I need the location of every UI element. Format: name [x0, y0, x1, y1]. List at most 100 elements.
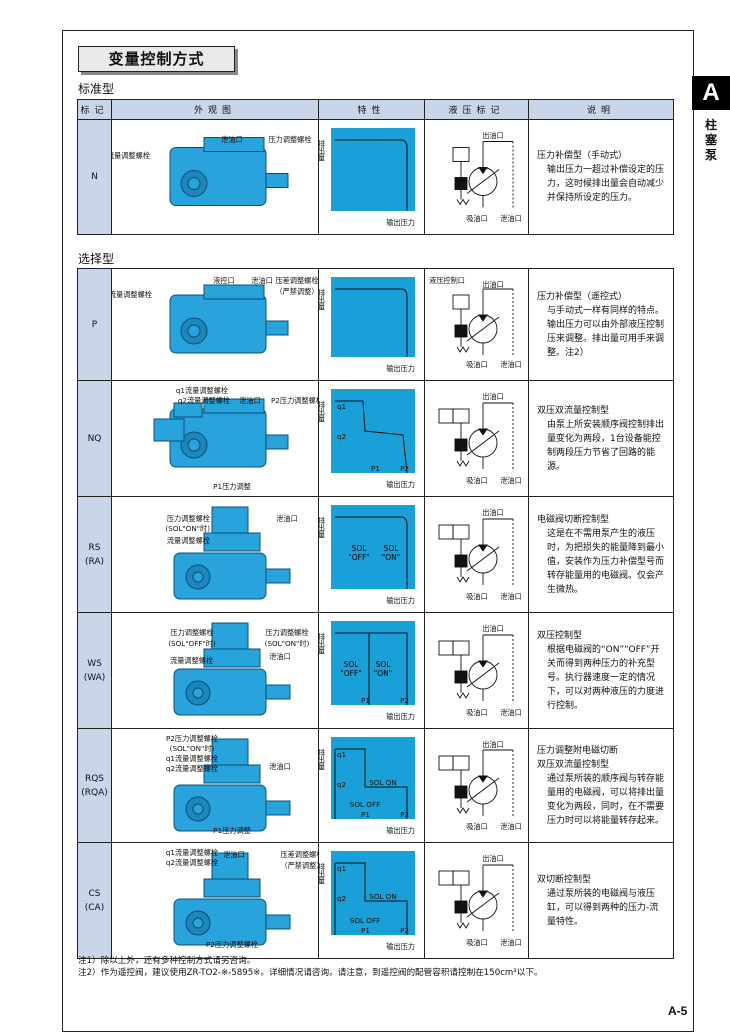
callout-label: 压差调整螺栓	[280, 850, 319, 859]
callout-label: 流量调整螺栓	[112, 290, 152, 299]
note-1: 注1）除以上外，还有多种控制方式请另咨询。	[78, 956, 256, 966]
chart-label-p1: P1	[371, 464, 380, 473]
note-2: 注2）作为遥控阀，建议使用ZR-TO2-※-5895※。详细情况请咨询。请注意，…	[78, 968, 543, 978]
symbol-cell: 出油口吸油口泄油口	[424, 380, 529, 497]
chart-label-p2: P2	[400, 926, 409, 935]
chart-label-sol_off: SOL OFF	[350, 916, 380, 925]
col-appearance: 外观图	[111, 99, 319, 120]
callout-label: 压力调整螺栓	[167, 514, 210, 523]
description-title: 双切断控制型	[537, 874, 592, 885]
callout-label: 流量调整螺栓	[167, 536, 210, 545]
callout-label: 泄油口	[276, 514, 298, 523]
pump-illustration	[173, 506, 291, 600]
description-body: 输出压力一超过补偿设定的压力，这时候排出量会自动减少并保持所设定的压力。	[547, 165, 665, 203]
callout-label: (SOL"OFF"时)	[168, 639, 216, 648]
pump-illustration	[173, 622, 291, 716]
callout-label: q1流量调整螺栓	[166, 754, 218, 763]
hydraulic-symbol	[452, 288, 514, 355]
callout-label: q2流量调整螺栓	[166, 764, 218, 773]
callout-label: P2压力调整螺栓	[206, 940, 258, 949]
chart-label-p1: P1	[361, 696, 370, 705]
chart-label-sol_on: SOL ON	[369, 892, 397, 901]
description-cell: 电磁阀切断控制型这是在不需用泵产生的液压时，为把损失的能量降到最小值，安装作为压…	[528, 496, 674, 613]
callout-label: (SOL"ON"时)	[170, 744, 215, 753]
description-cell: 压力补偿型（手动式） 输出压力一超过补偿设定的压力，这时候排出量会自动减少并保持所…	[528, 119, 674, 235]
outlet-label: 出油口	[482, 854, 504, 863]
chart-area	[331, 737, 415, 819]
description-body: 这是在不需用泵产生的液压时，为把损失的能量降到最小值，安装作为压力补偿型号而转存…	[547, 528, 665, 595]
chart-label-sol-a: SOL"OFF"	[348, 544, 369, 562]
symbol-cell: 出油口吸油口泄油口	[424, 728, 529, 843]
characteristic-curve	[369, 632, 408, 705]
chart-area	[331, 389, 415, 473]
section-tab: A	[692, 76, 730, 110]
characteristic-cell: 排出量输出压力	[318, 119, 425, 235]
axis-x-label: 输出压力	[386, 364, 415, 373]
axis-x-label: 输出压力	[386, 942, 415, 951]
chart-label-q2: q2	[337, 780, 346, 789]
callout-label: 压力调整螺栓	[268, 135, 311, 144]
description-title: 压力调整附电磁切断	[537, 745, 619, 756]
col-characteristic: 特性	[318, 99, 425, 120]
axis-x-label: 输出压力	[386, 480, 415, 489]
standard-table: 标记 外观图 特性 液压标记 说明 N流量调整螺栓泄油口压力调整螺栓排出量输出压…	[77, 99, 674, 235]
description-body: 根据电磁阀的“ON”“OFF”开关而得到两种压力的补充型号。执行器速度一定的情况…	[547, 644, 665, 711]
col-description: 说明	[528, 99, 674, 120]
axis-y-label: 排出量	[319, 139, 327, 161]
description-cell: 压力调整附电磁切断双压双流量控制型通过泵所装的顺序阀与转存能量用的电磁阀，可以将…	[528, 728, 674, 843]
characteristic-cell: 排出量输出压力	[318, 268, 425, 381]
appearance-cell: q1流量调整螺栓q2流量调整螺栓泄油口压差调整螺栓（严禁调整）P2压力调整螺栓	[111, 842, 324, 959]
hydraulic-symbol	[438, 749, 514, 816]
description-title: 电磁阀切断控制型	[537, 514, 610, 525]
page-number: A-5	[668, 1004, 688, 1018]
characteristic-curve	[335, 748, 408, 819]
col-code: 标记	[77, 99, 112, 120]
chart-area	[331, 128, 415, 211]
axis-y-label: 排出量	[319, 516, 327, 538]
appearance-cell: 压力调整螺栓(SOL"ON"时)流量调整螺栓泄油口	[111, 496, 319, 613]
notes: 注1）除以上外，还有多种控制方式请另咨询。 注2）作为遥控阀，建议使用ZR-TO…	[78, 955, 543, 979]
pump-illustration	[153, 398, 289, 468]
row-code: WS(WA)	[77, 612, 112, 729]
callout-label: （严禁调整）	[275, 287, 318, 296]
outlet-label: 出油口	[482, 392, 504, 401]
suction-label: 吸油口	[466, 822, 488, 831]
chart-area	[331, 621, 415, 705]
axis-x-label: 输出压力	[386, 596, 415, 605]
callout-label: q1流量调整螺栓	[166, 848, 218, 857]
appearance-cell: 液控口泄油口流量调整螺栓压差调整螺栓（严禁调整）	[109, 268, 319, 381]
callout-label: 泄油口	[269, 652, 291, 661]
drain-label: 泄油口	[500, 708, 522, 717]
characteristic-curve	[335, 288, 408, 357]
characteristic-curve	[335, 400, 408, 474]
description-title: 压力补偿型（手动式）	[537, 151, 628, 161]
chart-label-q1: q1	[337, 402, 346, 411]
description-cell: 双切断控制型通过泵所装的电磁阀与液压缸，可以得到两种的压力-流量特性。	[528, 842, 674, 959]
outlet-label: 出油口	[482, 624, 504, 633]
pump-illustration	[173, 852, 291, 946]
suction-label: 吸油口	[466, 938, 488, 947]
drain-label: 泄油口	[500, 214, 522, 223]
chart-label-sol_off: SOL OFF	[350, 800, 380, 809]
callout-label: 泄油口	[251, 276, 273, 285]
pump-illustration	[169, 137, 289, 206]
spec-row-4: WS(WA)压力调整螺栓(SOL"OFF"时)流量调整螺栓压力调整螺栓(SOL"…	[77, 612, 674, 729]
callout-label: (SOL"ON"时)	[265, 639, 310, 648]
callout-label: q1流量调整螺栓	[176, 386, 228, 395]
appearance-cell: 流量调整螺栓泄油口压力调整螺栓	[107, 119, 319, 235]
symbol-cell: 出油口吸油口泄油口	[424, 496, 529, 613]
hydraulic-symbol	[438, 864, 514, 931]
axis-x-label: 输出压力	[386, 712, 415, 721]
callout-label: 流量调整螺栓	[112, 151, 150, 160]
outlet-label: 出油口	[482, 131, 504, 140]
description-body: 通过泵所装的电磁阀与液压缸，可以得到两种的压力-流量特性。	[547, 888, 659, 927]
section-standard: 标准型	[78, 82, 115, 96]
axis-y-label: 排出量	[319, 748, 327, 770]
outlet-label: 出油口	[482, 508, 504, 517]
